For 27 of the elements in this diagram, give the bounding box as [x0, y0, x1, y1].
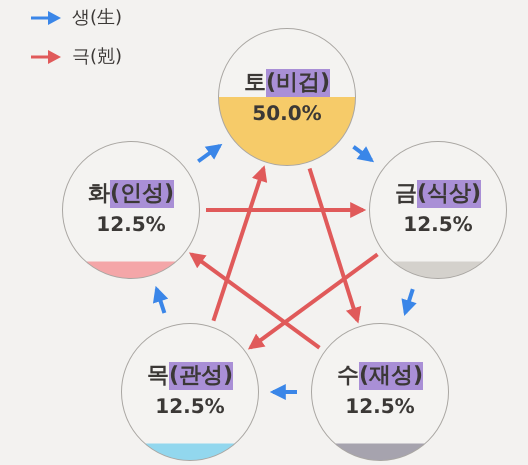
- percentage-value: 12.5%: [345, 394, 415, 418]
- arrow: [197, 144, 222, 163]
- arrow: [352, 145, 374, 162]
- percentage-value: 12.5%: [96, 212, 166, 236]
- element-name: 토: [244, 69, 266, 96]
- ten-god-label: (식상): [416, 180, 482, 208]
- element-name: 목: [146, 362, 169, 390]
- legend-label: 극(剋): [72, 45, 122, 69]
- arrow: [206, 202, 366, 218]
- percentage-value: 12.5%: [155, 394, 225, 418]
- arrow: [188, 252, 321, 350]
- ten-god-label: (비겁): [266, 69, 330, 96]
- ten-god-label: (인성): [110, 180, 174, 208]
- arrow: [152, 286, 168, 314]
- element-name: 수: [336, 362, 359, 390]
- arrow: [401, 288, 417, 316]
- legend-label: 생(生): [72, 6, 122, 30]
- percentage-value: 50.0%: [252, 100, 322, 126]
- ten-god-label: (재성): [358, 362, 424, 390]
- arrow: [308, 168, 362, 324]
- element-name: 화: [88, 180, 110, 208]
- arrow: [270, 384, 297, 400]
- arrow: [248, 252, 379, 350]
- percentage-value: 12.5%: [403, 212, 473, 236]
- arrow: [212, 165, 268, 322]
- element-name: 금: [394, 180, 417, 208]
- ten-god-label: (관성): [168, 362, 234, 390]
